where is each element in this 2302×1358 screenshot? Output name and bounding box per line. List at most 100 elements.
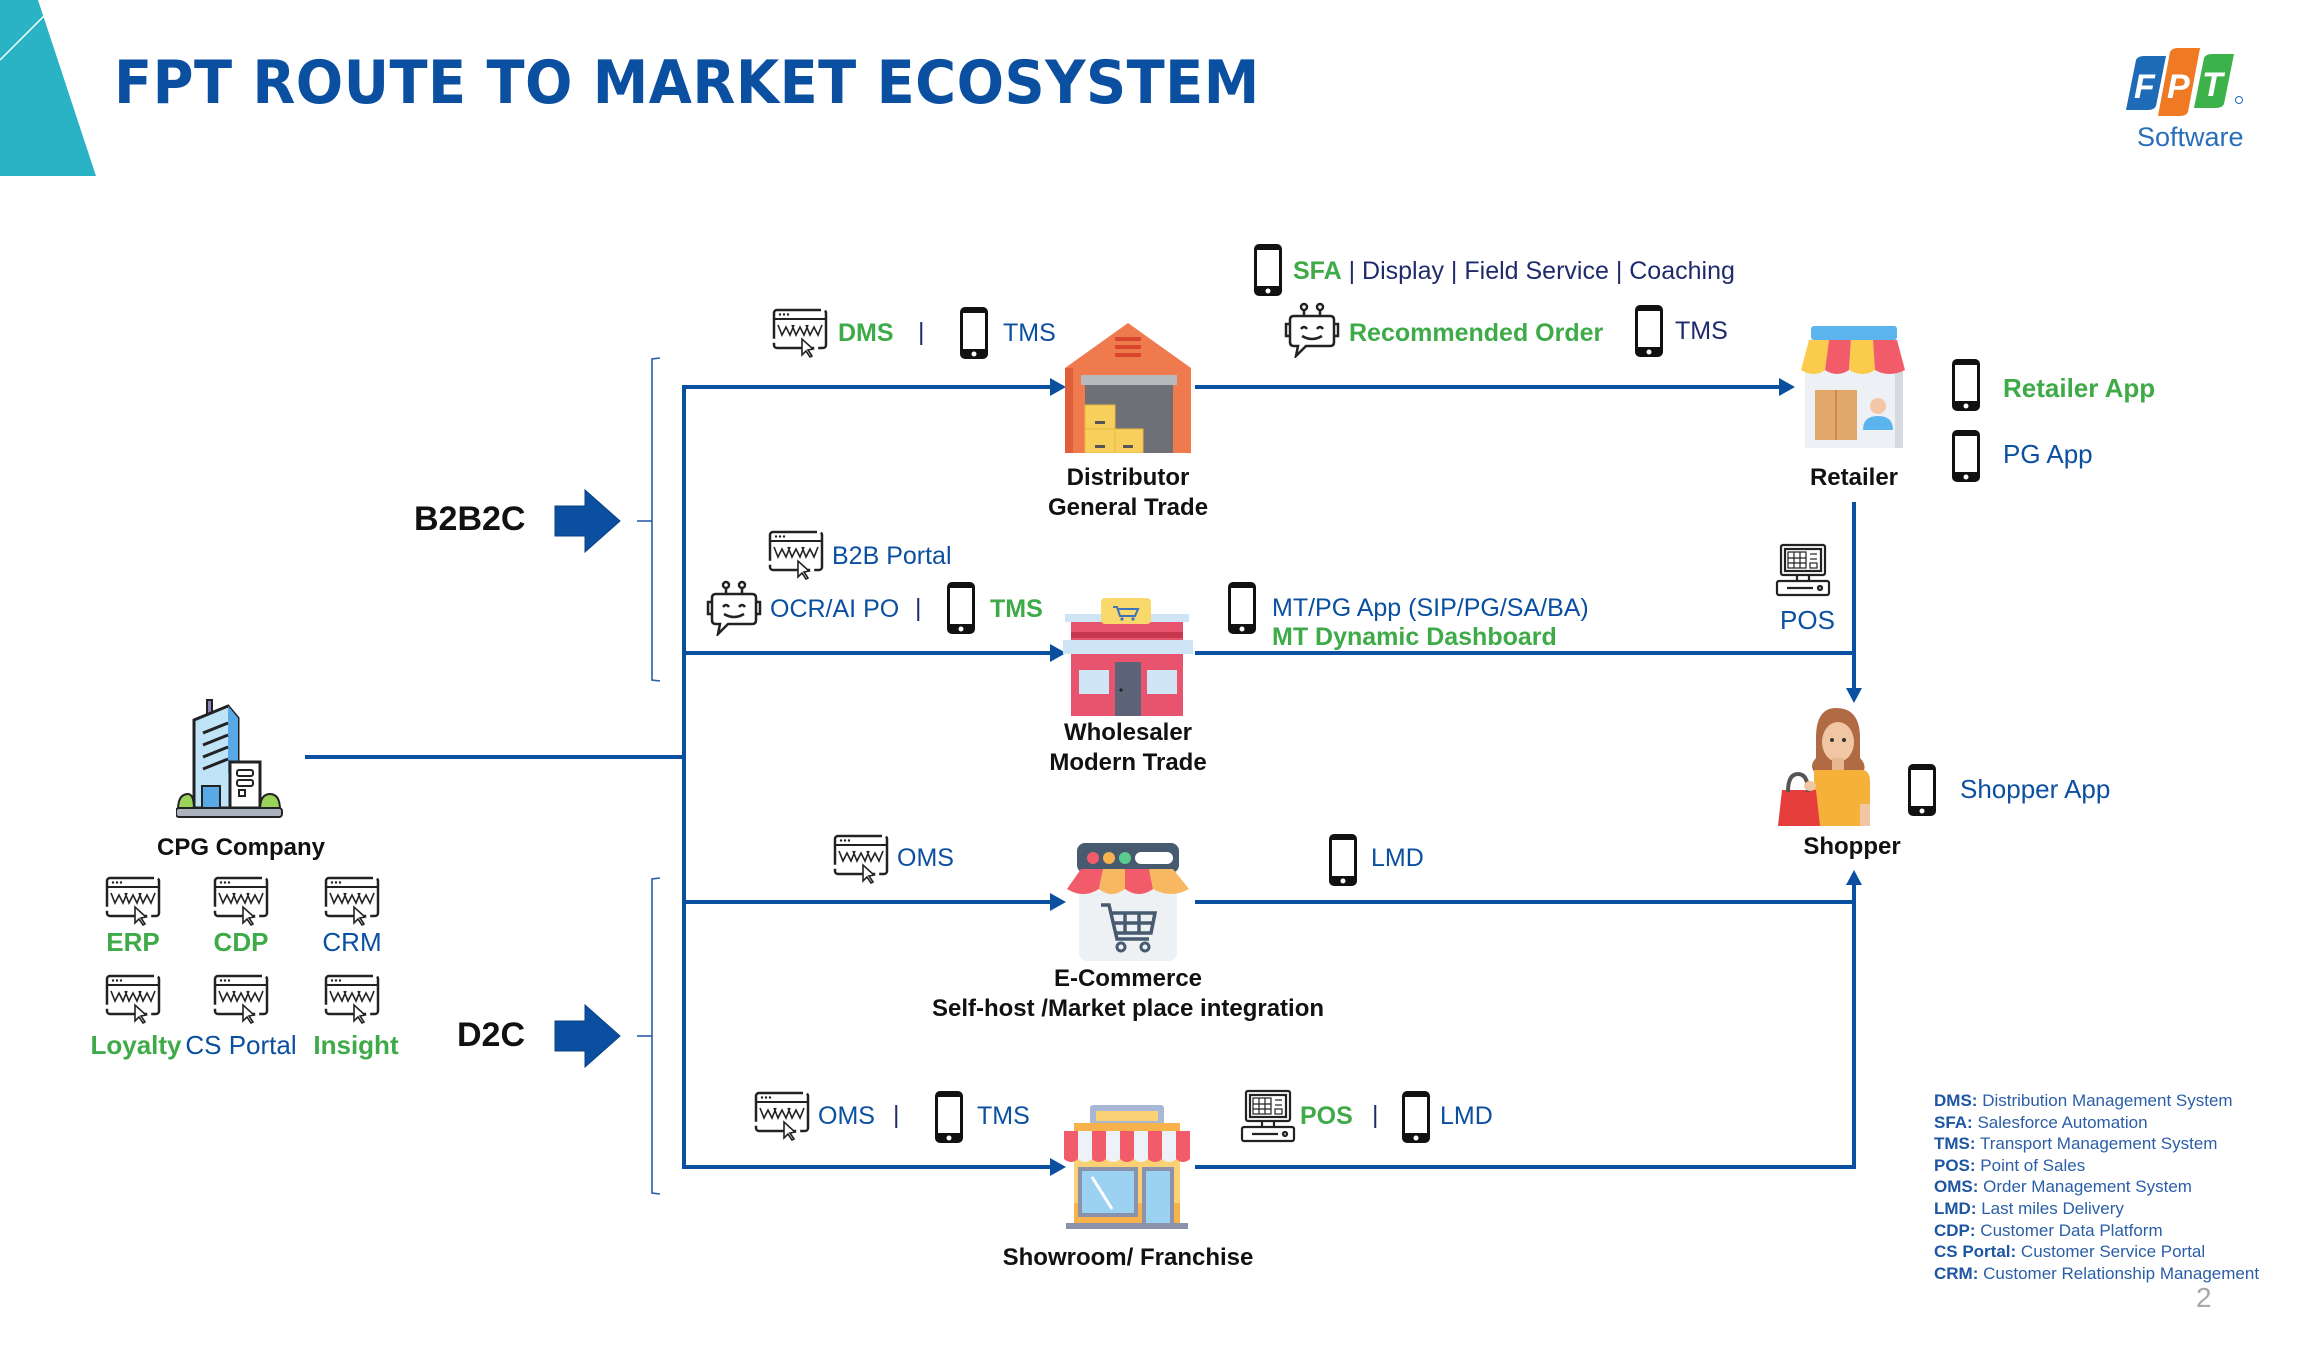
mobile-phone-icon: [1952, 430, 1980, 482]
b2b2c-bracket: [651, 357, 661, 682]
retailer-shop-icon: [1801, 326, 1905, 448]
tool-b2b-portal: B2B Portal: [832, 542, 952, 570]
tool-mt-dynamic-dashboard: MT Dynamic Dashboard: [1272, 623, 1557, 651]
arrowhead-showroom: [1050, 1158, 1066, 1176]
www-glyph: [329, 892, 375, 905]
b2b2c-arrow-icon: [554, 488, 621, 554]
arrowhead-distributor: [1050, 378, 1066, 396]
www-glyph: [218, 892, 264, 905]
legend-item: TMS: Transport Management System: [1934, 1134, 2218, 1154]
d2c-arrow-icon: [554, 1003, 621, 1069]
fpt-logo: F P T Software: [2122, 48, 2252, 158]
node-ecommerce-line2: Self-host /Market place integration: [931, 995, 1325, 1022]
node-ecommerce-line1: E-Commerce: [1053, 965, 1203, 992]
sfa-tools-line: SFA | Display | Field Service | Coaching: [1293, 256, 1735, 286]
tool-lmd: LMD: [1371, 844, 1424, 872]
tool-tms: TMS: [1675, 317, 1728, 345]
cursor-icon: [797, 559, 811, 580]
cursor-icon: [353, 1003, 367, 1024]
mobile-phone-icon: [947, 582, 975, 634]
separator: |: [1372, 1101, 1379, 1129]
shopper-person-icon: [1778, 708, 1870, 826]
node-showroom-label: Showroom/ Franchise: [1002, 1244, 1254, 1271]
web-app-icon: [324, 974, 380, 1024]
svg-text:P: P: [2167, 68, 2190, 106]
arrowhead-retailer: [1779, 378, 1795, 396]
cursor-icon: [242, 1003, 256, 1024]
cursor-icon: [783, 1120, 797, 1141]
www-glyph: [218, 990, 264, 1003]
legend-item: LMD: Last miles Delivery: [1934, 1198, 2124, 1218]
tool-dms: DMS: [838, 319, 894, 347]
arrowhead-wholesaler: [1050, 644, 1066, 662]
mobile-phone-icon: [1329, 834, 1357, 886]
web-app-icon: [754, 1091, 810, 1141]
tool-retailer-app: Retailer App: [2003, 373, 2156, 403]
web-app-icon: [213, 974, 269, 1024]
web-app-icon: [105, 974, 161, 1024]
www-glyph: [759, 1107, 805, 1120]
www-glyph: [110, 990, 156, 1003]
tool-recommended-order: Recommended Order: [1349, 319, 1604, 347]
node-distributor-label: Distributor General Trade: [1048, 463, 1208, 523]
web-app-icon: [768, 530, 824, 580]
mobile-phone-icon: [1254, 244, 1282, 296]
web-app-icon: [213, 876, 269, 926]
tool-shopper-app: Shopper App: [1960, 774, 2111, 804]
cursor-icon: [862, 863, 876, 884]
separator: |: [893, 1101, 900, 1129]
legend-item: OMS: Order Management System: [1934, 1177, 2192, 1197]
legend-item: CS Portal: Customer Service Portal: [1934, 1242, 2206, 1262]
wholesaler-store-icon: [1063, 598, 1193, 716]
mobile-phone-icon: [1908, 764, 1936, 816]
tool-oms: OMS: [818, 1102, 875, 1130]
mobile-phone-icon: [1228, 582, 1256, 634]
system-insight: Insight: [313, 1030, 399, 1060]
fpt-logo-mark: F P T: [2126, 48, 2243, 116]
separator: |: [918, 318, 925, 346]
pos-terminal-icon: [1240, 1089, 1296, 1143]
node-distributor-line2: General Trade: [1047, 494, 1209, 521]
cursor-icon: [801, 337, 815, 358]
arrowhead-shopper-top: [1846, 688, 1862, 703]
www-glyph: [110, 892, 156, 905]
cursor-icon: [353, 905, 367, 926]
legend-item: CDP: Customer Data Platform: [1934, 1220, 2163, 1240]
logo-subtitle: Software: [2137, 122, 2244, 152]
node-shopper-label: Shopper: [1803, 833, 1901, 860]
cursor-icon: [134, 1003, 148, 1024]
abbreviation-legend: DMS: Distribution Management System SFA:…: [1934, 1090, 2259, 1284]
ai-robot-icon: [706, 580, 762, 636]
corner-accent: [0, 0, 96, 176]
tool-tms: TMS: [977, 1102, 1030, 1130]
web-app-icon: [105, 876, 161, 926]
d2c-bracket: [651, 877, 661, 1195]
tool-lmd: LMD: [1440, 1102, 1493, 1130]
cpg-building-icon: [176, 699, 283, 818]
system-crm: CRM: [322, 927, 382, 957]
legend-item: CRM: Customer Relationship Management: [1934, 1263, 2260, 1283]
legend-item: DMS: Distribution Management System: [1934, 1091, 2233, 1110]
mobile-phone-icon: [960, 307, 988, 359]
www-glyph: [777, 324, 823, 337]
mobile-phone-icon: [1402, 1091, 1430, 1143]
tool-mt-pg-app: MT/PG App (SIP/PG/SA/BA): [1272, 594, 1589, 622]
pos-terminal-icon: [1775, 543, 1831, 597]
system-cdp: CDP: [213, 927, 269, 957]
distributor-warehouse-icon: [1065, 323, 1191, 453]
corner-accent-line: [0, 0, 61, 61]
tool-sfa-modules: | Display | Field Service | Coaching: [1348, 257, 1735, 285]
arrowhead-ecommerce: [1050, 893, 1066, 911]
separator: |: [915, 594, 922, 622]
node-ecommerce-label: E-Commerce Self-host /Market place integ…: [932, 964, 1324, 1024]
system-erp: ERP: [106, 927, 160, 957]
tool-pos-retail: POS: [1780, 605, 1835, 635]
tool-tms: TMS: [1003, 319, 1056, 347]
ai-robot-icon: [1284, 302, 1340, 358]
cursor-icon: [242, 905, 256, 926]
system-cs-portal: CS Portal: [185, 1030, 297, 1060]
tool-tms: TMS: [990, 595, 1043, 623]
mobile-phone-icon: [1635, 305, 1663, 357]
www-glyph: [329, 990, 375, 1003]
